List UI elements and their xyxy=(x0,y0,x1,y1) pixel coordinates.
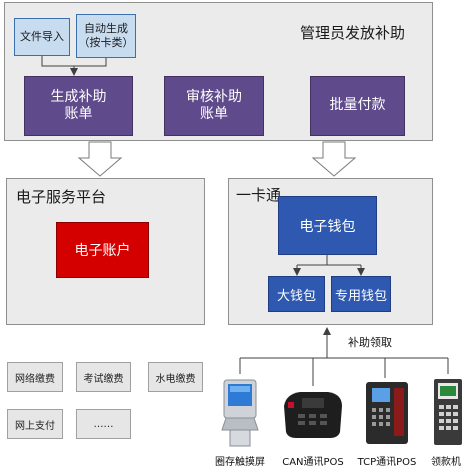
cash-receiver-device-icon xyxy=(434,379,462,445)
admin-subsidy-title: 管理员发放补助 xyxy=(300,24,406,42)
service-tile-label: 水电缴费 xyxy=(155,373,196,385)
big-wallet-box[interactable]: 大钱包 xyxy=(268,276,325,312)
generate-bill-label-2: 账单 xyxy=(64,106,93,122)
auto-generate-label-2: （按卡类） xyxy=(78,36,134,49)
file-import-box[interactable]: 文件导入 xyxy=(14,18,70,56)
big-wallet-label: 大钱包 xyxy=(276,288,316,304)
kiosk-label: 圈存触摸屏 xyxy=(215,457,265,468)
service-tile-label: 网上支付 xyxy=(15,420,55,432)
special-wallet-box[interactable]: 专用钱包 xyxy=(331,276,391,312)
service-tile-exam-fee[interactable]: 考试缴费 xyxy=(76,362,131,392)
service-tile-more[interactable]: …… xyxy=(76,409,131,439)
kiosk-device-icon xyxy=(221,379,259,447)
import-connector xyxy=(41,56,107,67)
electronic-account-box[interactable]: 电子账户 xyxy=(56,222,149,278)
can-pos-label: CAN通讯POS xyxy=(282,457,344,468)
special-wallet-label: 专用钱包 xyxy=(334,288,387,304)
service-tile-label: 网络缴费 xyxy=(15,373,55,385)
batch-pay-box[interactable]: 批量付款 xyxy=(310,76,405,136)
can-pos-device-icon xyxy=(284,392,342,438)
generate-bill-box[interactable]: 生成补助 账单 xyxy=(24,76,133,136)
review-bill-box[interactable]: 审核补助 账单 xyxy=(164,76,264,136)
file-import-label: 文件导入 xyxy=(20,30,64,44)
electronic-wallet-box[interactable]: 电子钱包 xyxy=(278,196,377,255)
review-bill-label-2: 账单 xyxy=(200,106,228,122)
service-tile-online-payment[interactable]: 网上支付 xyxy=(7,409,63,439)
block-arrow-to-service xyxy=(77,141,123,177)
service-tile-label: 考试缴费 xyxy=(83,373,124,385)
electronic-wallet-label: 电子钱包 xyxy=(299,218,356,235)
cash-receiver-label: 领款机 xyxy=(431,457,461,468)
block-arrow-to-card xyxy=(311,141,357,177)
service-tile-utility-fee[interactable]: 水电缴费 xyxy=(148,362,203,392)
service-tile-label: …… xyxy=(93,418,114,430)
auto-generate-label-1: 自动生成 xyxy=(84,22,128,36)
auto-generate-box[interactable]: 自动生成 （按卡类） xyxy=(76,14,136,58)
tcp-pos-label: TCP通讯POS xyxy=(357,457,417,468)
batch-pay-label: 批量付款 xyxy=(329,97,386,114)
one-card-title: 一卡通 xyxy=(236,186,282,204)
service-platform-title: 电子服务平台 xyxy=(16,188,107,206)
generate-bill-label-1: 生成补助 xyxy=(50,88,107,105)
subsidy-claim-label: 补助领取 xyxy=(348,336,392,349)
tcp-pos-device-icon xyxy=(366,382,408,444)
review-bill-label-1: 审核补助 xyxy=(186,88,242,105)
service-tile-network-fee[interactable]: 网络缴费 xyxy=(7,362,63,392)
electronic-account-label: 电子账户 xyxy=(74,243,131,259)
